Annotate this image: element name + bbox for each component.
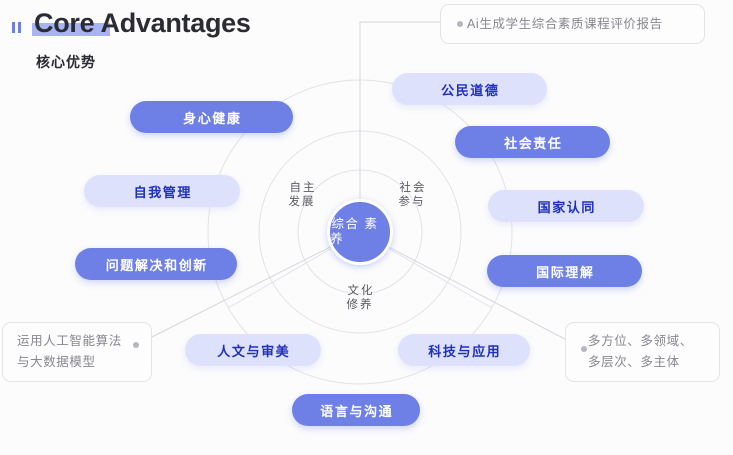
page-title-cn: 核心优势: [36, 54, 96, 70]
connector-right: [359, 231, 585, 350]
callout-ai-algorithm[interactable]: 运用人工智能算法 与大数据模型: [2, 322, 152, 382]
pill-international-understanding[interactable]: 国际理解: [487, 255, 642, 287]
pill-technology-application[interactable]: 科技与应用: [398, 334, 530, 366]
page-header: Core Advantages 核心优势: [10, 8, 340, 70]
title-accent-bars-icon: [12, 22, 27, 33]
title-row: Core Advantages: [10, 8, 340, 42]
pill-civic-morality[interactable]: 公民道德: [392, 73, 547, 105]
title-highlight-bar: [32, 23, 110, 36]
pill-self-management[interactable]: 自我管理: [84, 175, 240, 207]
callout-multidimensional-dot-icon: [581, 346, 587, 352]
callout-multidimensional-text: 多方位、多领域、 多层次、多主体: [588, 334, 693, 369]
connector-left: [135, 231, 361, 346]
callout-multidimensional[interactable]: 多方位、多领域、 多层次、多主体: [565, 322, 720, 382]
center-hub: 综合 素养: [327, 199, 393, 265]
page-title-en: Core Advantages: [34, 8, 251, 38]
callout-ai-report-text: Ai生成学生综合素质课程评价报告: [467, 16, 663, 31]
connector-top: [359, 21, 457, 232]
callout-ai-report[interactable]: Ai生成学生综合素质课程评价报告: [440, 4, 705, 44]
pill-problem-solving[interactable]: 问题解决和创新: [75, 248, 237, 280]
pill-social-responsibility[interactable]: 社会责任: [455, 126, 610, 158]
sector-label-social: 社会 参与: [398, 182, 427, 208]
sector-label-autonomy: 自主 发展: [288, 182, 317, 208]
pill-humanities-aesthetics[interactable]: 人文与审美: [185, 334, 321, 366]
callout-ai-report-dot-icon: [457, 21, 463, 27]
sector-label-culture: 文化 修养: [346, 285, 375, 311]
callout-ai-algorithm-dot-icon: [133, 342, 139, 348]
callout-ai-algorithm-text: 运用人工智能算法 与大数据模型: [17, 334, 122, 369]
pill-language-communication[interactable]: 语言与沟通: [292, 394, 420, 426]
pill-physical-mental-health[interactable]: 身心健康: [130, 101, 293, 133]
pill-national-identity[interactable]: 国家认同: [488, 190, 644, 222]
